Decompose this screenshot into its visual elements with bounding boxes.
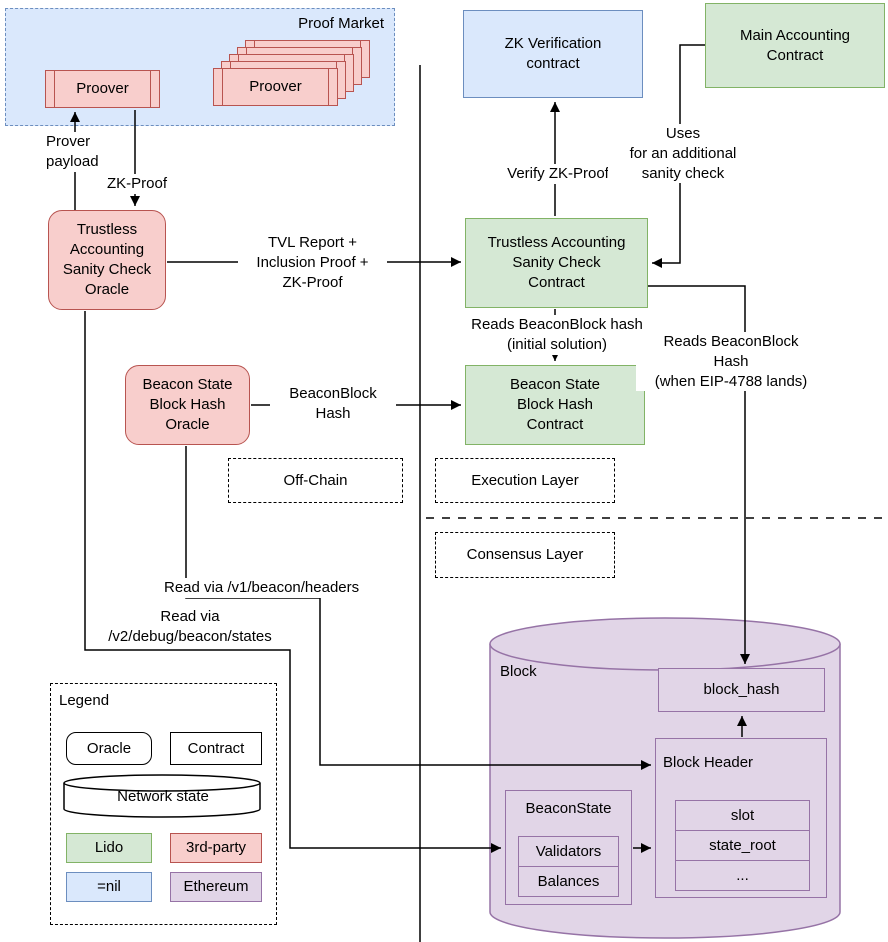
legend-lido-swatch: Lido: [66, 833, 152, 863]
off-chain-label: Off-Chain: [228, 458, 403, 503]
tasc-contract-node: Trustless Accounting Sanity Check Contra…: [465, 218, 648, 308]
tvl-report-label: TVL Report + Inclusion Proof + ZK-Proof: [238, 233, 387, 293]
proover-node: Proover: [45, 70, 160, 108]
legend-contract-swatch: Contract: [170, 732, 262, 765]
legend-third-party-swatch: 3rd-party: [170, 833, 262, 863]
legend-ethereum-swatch: Ethereum: [170, 872, 262, 902]
slot-field: slot: [675, 800, 810, 831]
zk-proof-label: ZK-Proof: [98, 174, 176, 194]
read-v2-states-label: Read via /v2/debug/beacon/states: [96, 607, 284, 647]
beaconblock-hash-label: BeaconBlock Hash: [270, 384, 396, 424]
verify-zk-proof-label: Verify ZK-Proof: [492, 164, 624, 184]
legend-title: Legend: [59, 692, 110, 709]
proover-stack-front: Proover: [213, 68, 338, 106]
uses-sanity-check-label: Uses for an additional sanity check: [608, 124, 758, 184]
legend-nil-swatch: =nil: [66, 872, 152, 902]
zk-verification-contract-node: ZK Verification contract: [463, 10, 643, 98]
proover-stack: Proover: [213, 40, 370, 106]
validators-field: Validators: [518, 836, 619, 867]
main-accounting-contract-node: Main Accounting Contract: [705, 3, 885, 88]
proof-market-label: Proof Market: [298, 15, 384, 32]
tasc-oracle-node: Trustless Accounting Sanity Check Oracle: [48, 210, 166, 310]
state-root-field: state_root: [675, 830, 810, 861]
block-hash-node: block_hash: [658, 668, 825, 712]
reads-beaconblock-eip4788-label: Reads BeaconBlock Hash (when EIP-4788 la…: [636, 332, 826, 392]
legend-network-state-label: Network state: [117, 788, 209, 806]
block-label: Block: [500, 663, 537, 680]
balances-field: Balances: [518, 866, 619, 897]
prover-payload-label: Prover payload: [44, 132, 128, 172]
beacon-state-block-hash-oracle-node: Beacon State Block Hash Oracle: [125, 365, 250, 445]
legend-oracle-swatch: Oracle: [66, 732, 152, 765]
more-fields: ...: [675, 860, 810, 891]
block-header-label: Block Header: [663, 754, 754, 771]
consensus-layer-label: Consensus Layer: [435, 532, 615, 578]
execution-layer-label: Execution Layer: [435, 458, 615, 503]
beacon-state-block-hash-contract-node: Beacon State Block Hash Contract: [465, 365, 645, 445]
reads-beaconblock-initial-label: Reads BeaconBlock hash (initial solution…: [452, 315, 662, 355]
beacon-state-label: BeaconState: [525, 800, 612, 817]
read-v1-headers-label: Read via /v1/beacon/headers: [162, 578, 362, 598]
